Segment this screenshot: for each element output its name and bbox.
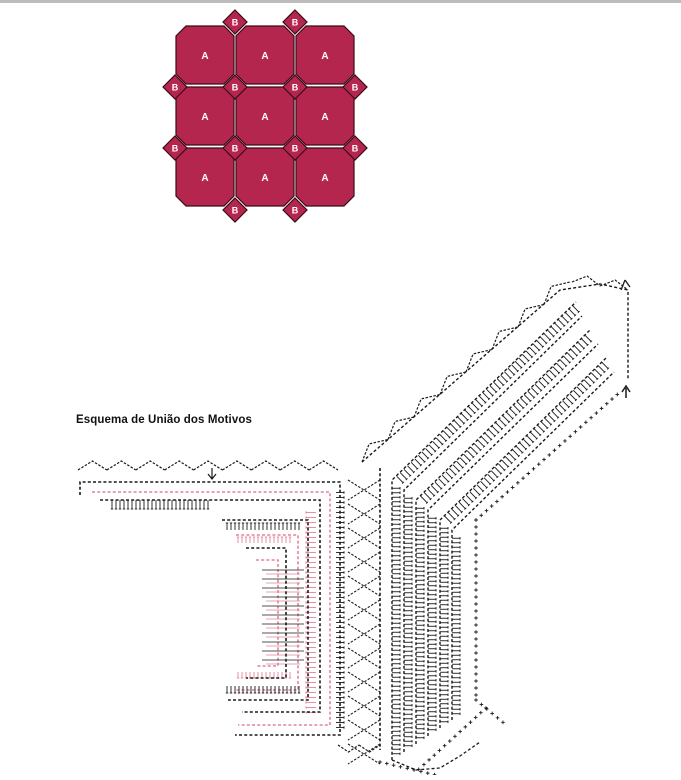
motif-square-b: B [282,74,308,100]
svg-text:B: B [172,83,179,93]
motif-octagon-a: A [175,147,235,207]
motif-square-b: B [282,135,308,161]
svg-text:B: B [292,83,299,93]
motif-square-b: B [342,135,368,161]
svg-text:B: B [232,83,239,93]
motif-square-b: B [162,135,188,161]
motif-octagon-a: A [295,25,355,85]
svg-text:A: A [321,112,328,123]
svg-text:A: A [261,173,268,184]
motif-octagon-a: A [235,147,295,207]
stitch-rows [77,275,631,775]
motif-octagon-a: A [235,86,295,146]
svg-text:B: B [292,18,299,28]
motif-square-b: B [282,9,308,35]
crochet-stitch-chart [77,275,631,775]
svg-text:B: B [232,18,239,28]
svg-text:A: A [321,173,328,184]
svg-text:A: A [201,173,208,184]
motif-octagon-a: A [295,86,355,146]
diagram-title: Esquema de União dos Motivos [76,414,252,426]
motif-square-b: B [342,74,368,100]
svg-text:A: A [201,112,208,123]
motif-square-b: B [222,135,248,161]
top-border [0,0,681,3]
svg-text:B: B [352,144,359,154]
svg-text:A: A [261,51,268,62]
svg-text:A: A [321,51,328,62]
motif-octagon-a: A [235,25,295,85]
highlight-stitch-rows [92,491,331,726]
motif-square-b: B [222,74,248,100]
svg-text:A: A [201,51,208,62]
motif-square-b: B [222,9,248,35]
motif-square-b: B [162,74,188,100]
svg-text:B: B [172,144,179,154]
svg-text:B: B [292,206,299,216]
motif-octagon-a: A [175,25,235,85]
motif-square-b: B [222,197,248,223]
svg-text:B: B [232,206,239,216]
svg-text:B: B [232,144,239,154]
svg-text:A: A [261,112,268,123]
svg-text:B: B [352,83,359,93]
motif-octagon-a: A [175,86,235,146]
svg-text:B: B [292,144,299,154]
motif-square-b: B [282,197,308,223]
motif-octagon-a: A [295,147,355,207]
motif-assembly-diagram: A A A A A A A A A B B B B B B B B B B B B [162,9,368,223]
